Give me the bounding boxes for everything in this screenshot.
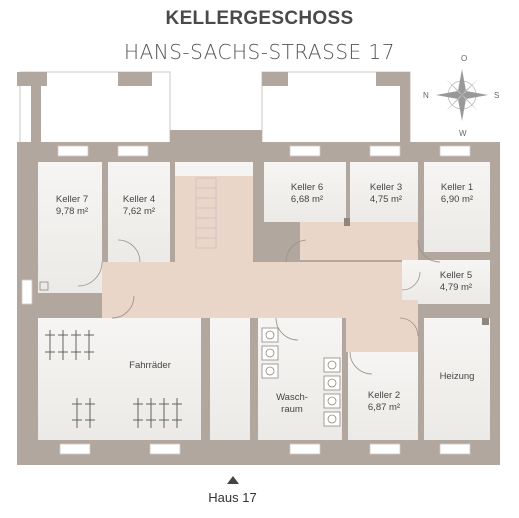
room-name: Heizung [439, 371, 475, 382]
room-name: Keller 3 [369, 182, 403, 193]
room-label-keller-5: Keller 5 4,79 m² [416, 270, 496, 294]
room-label-keller-3: Keller 3 4,75 m² [352, 182, 420, 206]
room-area: 6,68 m² [290, 194, 324, 205]
room-label-keller-6: Keller 6 6,68 m² [266, 182, 348, 206]
room-keller-4 [108, 162, 170, 262]
room-keller-2 [348, 352, 418, 440]
room-label-keller-2: Keller 2 6,87 m² [348, 390, 420, 414]
light-well-walls [17, 72, 410, 142]
room-keller-3 [350, 162, 418, 222]
plan-title: KELLERGESCHOSS [165, 8, 354, 29]
fixture-square [39, 281, 49, 291]
room-label-waschraum: Wasch- raum [262, 392, 322, 416]
fixture-p [482, 318, 489, 325]
room-name: Keller 1 [440, 182, 474, 193]
room-area: 4,75 m² [369, 194, 403, 205]
room-label-keller-7: Keller 7 9,78 m² [40, 194, 104, 218]
room-name: Keller 6 [290, 182, 324, 193]
windows [21, 145, 471, 455]
stairs [195, 177, 217, 249]
room-label-fahrraeder: Fahrräder [110, 360, 190, 372]
room-name: Keller 7 [55, 194, 89, 205]
room-name-cont: raum [281, 404, 303, 415]
compass-n: N [423, 91, 429, 100]
room-keller-1 [424, 162, 490, 252]
compass-w: W [459, 129, 467, 138]
room-name: Wasch- [276, 392, 308, 403]
compass-icon: N O S W [423, 54, 499, 138]
washing-machines [261, 327, 341, 427]
room-gap [210, 318, 250, 440]
room-name: Keller 5 [439, 270, 473, 281]
room-heizung [424, 318, 490, 440]
room-area: 6,87 m² [367, 402, 401, 413]
door-swings [77, 239, 441, 375]
plan-subtitle: HANS-SACHS-STRASSE 17 [124, 40, 395, 64]
room-keller-7 [38, 162, 102, 293]
room-area: 9,78 m² [55, 206, 89, 217]
room-area: 4,79 m² [439, 282, 473, 293]
compass-o: O [461, 54, 467, 63]
compass-s: S [494, 91, 499, 100]
room-label-keller-1: Keller 1 6,90 m² [424, 182, 490, 206]
fixture-pillar [344, 218, 350, 226]
entrance-arrow-icon [227, 476, 239, 484]
room-keller-6 [264, 162, 346, 222]
room-area: 6,90 m² [440, 194, 474, 205]
room-label-heizung: Heizung [424, 371, 490, 383]
room-label-keller-4: Keller 4 7,62 m² [108, 194, 170, 218]
bicycles [45, 330, 182, 428]
entrance-label: Haus 17 [208, 490, 257, 505]
room-name: Keller 2 [367, 390, 401, 401]
room-name: Keller 4 [122, 194, 156, 205]
corridor [102, 176, 418, 352]
room-area: 7,62 m² [122, 206, 156, 217]
room-name: Fahrräder [129, 360, 171, 371]
